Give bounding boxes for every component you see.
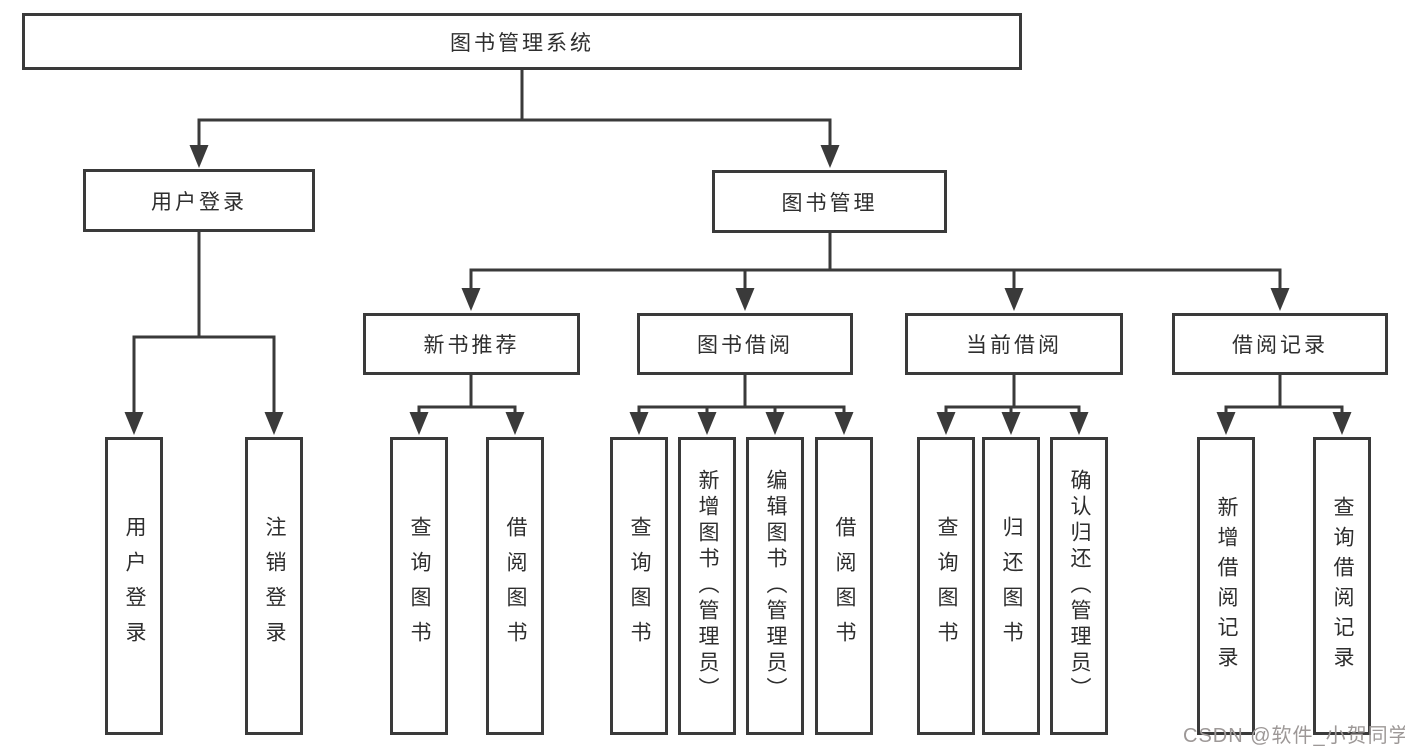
leaf-edit-book-admin: 编辑图书（管理员）	[746, 437, 804, 735]
node-book-borrow: 图书借阅	[637, 313, 853, 375]
node-root: 图书管理系统	[22, 13, 1022, 70]
leaf-borrow-books: 借阅图书	[815, 437, 873, 735]
leaf-add-book-admin: 新增图书（管理员）	[678, 437, 736, 735]
csdn-watermark: CSDN @软件_小贺同学	[1183, 725, 1405, 747]
leaf-borrow-query-books: 查询图书	[610, 437, 668, 735]
leaf-current-query-books: 查询图书	[917, 437, 975, 735]
leaf-user-login: 用户登录	[105, 437, 163, 735]
node-borrow-records: 借阅记录	[1172, 313, 1388, 375]
arrowheads	[124, 145, 1352, 435]
leaf-logout: 注销登录	[245, 437, 303, 735]
node-new-book-recommend: 新书推荐	[363, 313, 580, 375]
leaf-recommend-query-books: 查询图书	[390, 437, 448, 735]
leaf-confirm-return-admin: 确认归还（管理员）	[1050, 437, 1108, 735]
leaf-query-borrow-record: 查询借阅记录	[1313, 437, 1371, 735]
leaf-return-books: 归还图书	[982, 437, 1040, 735]
leaf-recommend-borrow-books: 借阅图书	[486, 437, 544, 735]
leaf-add-borrow-record: 新增借阅记录	[1197, 437, 1255, 735]
node-current-borrow: 当前借阅	[905, 313, 1123, 375]
node-user-login: 用户登录	[83, 169, 315, 232]
node-book-management: 图书管理	[712, 170, 947, 233]
